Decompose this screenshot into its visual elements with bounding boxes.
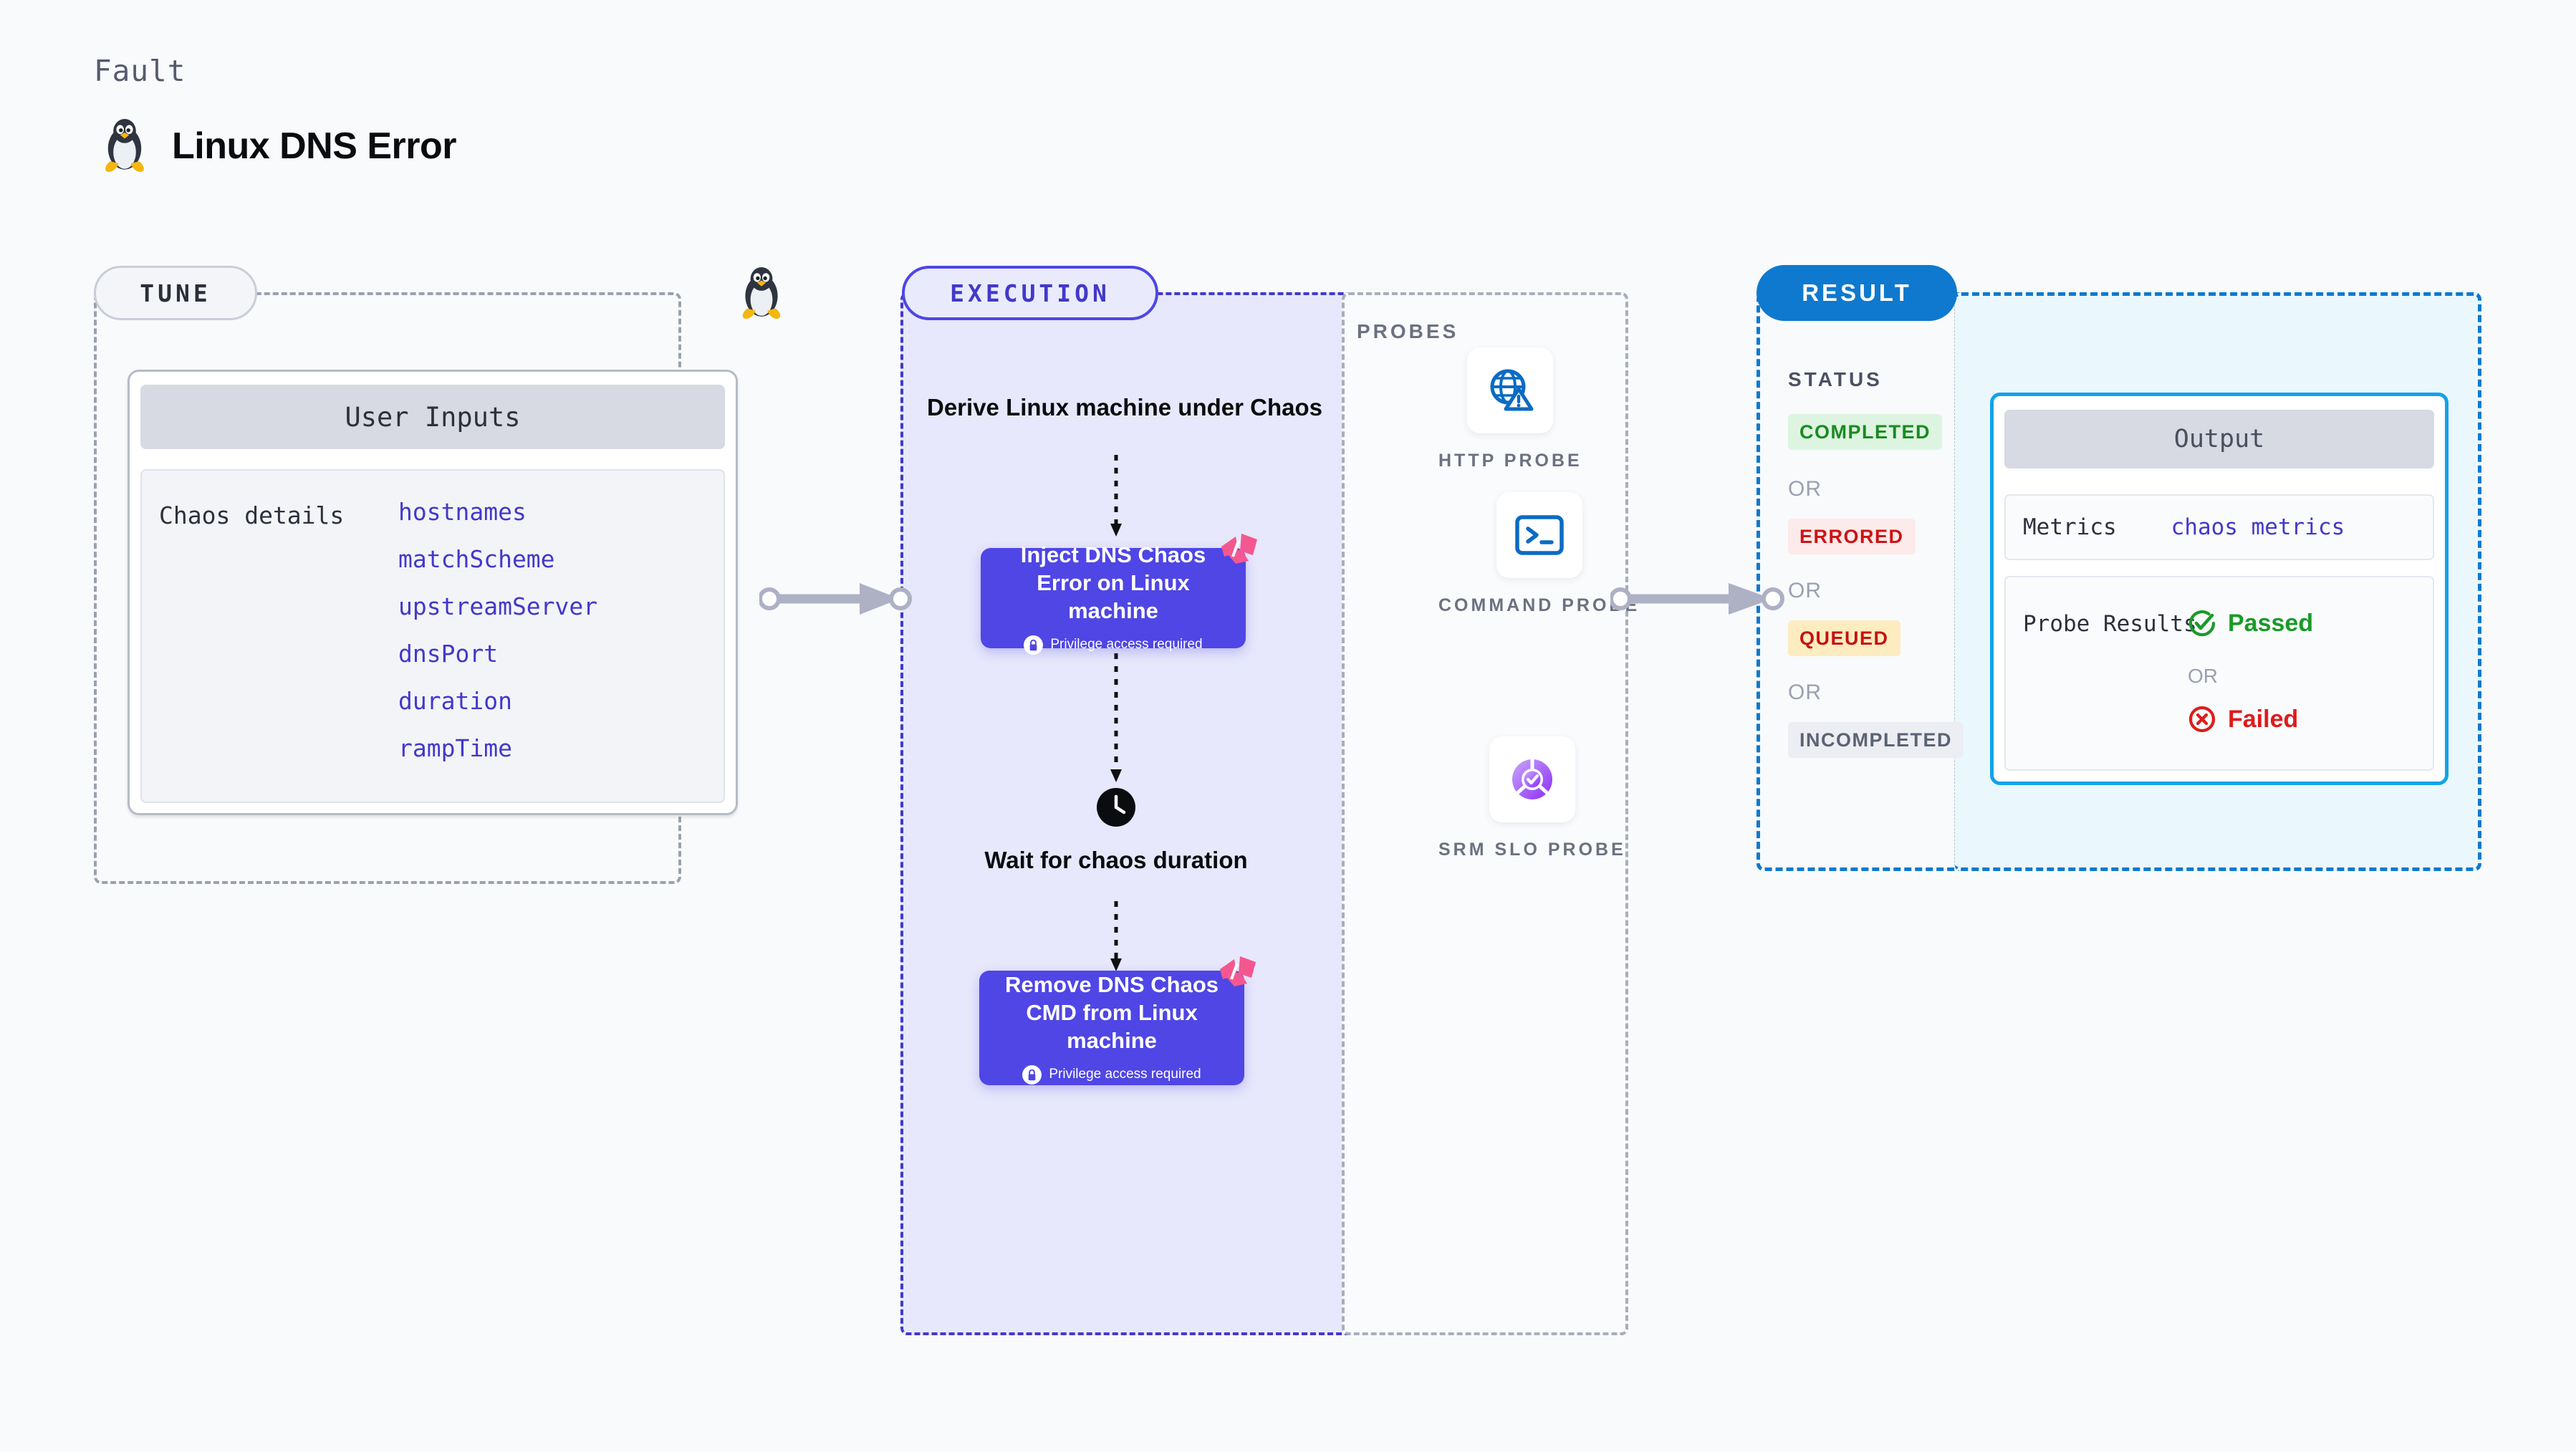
x-circle-icon — [2188, 706, 2216, 733]
probe-srm-slo[interactable]: SRM SLO PROBE — [1438, 736, 1626, 862]
list-item[interactable]: matchScheme — [398, 545, 555, 573]
status-or-label: OR — [1788, 681, 1822, 704]
list-item[interactable]: duration — [398, 687, 512, 715]
check-circle-icon — [2188, 610, 2216, 637]
probe-result-passed: Passed — [2188, 609, 2313, 638]
list-item[interactable]: hostnames — [398, 498, 527, 526]
list-item[interactable]: upstreamServer — [398, 592, 598, 620]
status-or-label: OR — [1788, 579, 1822, 602]
harness-logo-icon — [1221, 534, 1257, 564]
execution-section-pill[interactable]: EXECUTION — [902, 266, 1158, 320]
node-title: Remove DNS Chaos CMD from Linux machine — [1004, 972, 1219, 1053]
privilege-note-text: Privilege access required — [1049, 1067, 1201, 1082]
harness-logo-icon — [1220, 956, 1256, 986]
probe-tile — [1489, 736, 1575, 822]
result-section-pill[interactable]: RESULT — [1756, 265, 1957, 321]
probe-label: SRM SLO PROBE — [1438, 840, 1626, 860]
derive-machine-label: Derive Linux machine under Chaos — [927, 394, 1322, 420]
status-badge-completed: COMPLETED — [1788, 414, 1943, 450]
probe-results-row: Probe Results Passed OR Failed — [2004, 576, 2434, 771]
metrics-row: Metrics chaos metrics — [2004, 494, 2434, 560]
probe-result-failed: Failed — [2188, 705, 2298, 734]
remove-dns-chaos-node[interactable]: Remove DNS Chaos CMD from Linux machine … — [979, 956, 1256, 1085]
tune-section-pill[interactable]: TUNE — [94, 266, 257, 320]
privilege-note: Privilege access required — [1022, 1064, 1201, 1085]
probe-result-failed-label: Failed — [2228, 705, 2299, 733]
metrics-key: Metrics — [2023, 514, 2117, 540]
status-or-label: OR — [1788, 477, 1822, 501]
probe-label: HTTP PROBE — [1438, 451, 1582, 471]
connector-execution-to-result — [1610, 583, 1784, 615]
list-item[interactable]: dnsPort — [398, 640, 499, 668]
probe-tile — [1467, 347, 1554, 433]
probes-panel — [1342, 292, 1628, 1335]
flow-arrow-down-icon — [1110, 901, 1122, 971]
probe-command[interactable]: COMMAND PROBE — [1438, 492, 1640, 618]
chaos-details-label: Chaos details — [159, 501, 345, 529]
tux-penguin-icon — [105, 119, 144, 172]
probe-tile — [1496, 492, 1582, 578]
flow-arrow-down-icon — [1110, 455, 1122, 537]
probe-http[interactable]: HTTP PROBE — [1438, 347, 1582, 473]
probe-result-or-label: OR — [2188, 665, 2218, 687]
lock-icon — [1024, 635, 1044, 655]
fault-eyebrow-label: Fault — [94, 54, 186, 88]
chaos-parameter-list: hostnames matchScheme upstreamServer dns… — [398, 489, 597, 772]
terminal-icon — [1514, 515, 1564, 555]
page-title-row: Linux DNS Error — [100, 118, 457, 174]
inject-dns-chaos-node[interactable]: Inject DNS Chaos Error on Linux machine … — [981, 534, 1257, 655]
list-item[interactable]: rampTime — [398, 734, 512, 762]
probe-result-passed-label: Passed — [2228, 609, 2314, 637]
lock-icon — [1022, 1064, 1042, 1085]
status-badge-errored: ERRORED — [1788, 519, 1916, 554]
user-inputs-header: User Inputs — [140, 385, 725, 449]
globe-warning-icon — [1490, 369, 1534, 411]
probe-results-key: Probe Results — [2023, 610, 2197, 638]
probe-results-key-text: Probe Results — [2023, 611, 2197, 637]
probes-section-label: PROBES — [1357, 320, 1459, 342]
wait-duration-label: Wait for chaos duration — [984, 847, 1248, 873]
page-title: Linux DNS Error — [172, 125, 457, 167]
metrics-value[interactable]: chaos metrics — [2171, 514, 2345, 540]
clock-icon — [1097, 788, 1135, 827]
chaos-details-box — [140, 469, 725, 803]
privilege-note-text: Privilege access required — [1050, 637, 1203, 653]
tux-penguin-icon — [742, 267, 781, 319]
connector-tune-to-execution — [759, 583, 912, 615]
node-title: Inject DNS Chaos Error on Linux machine — [1020, 542, 1206, 623]
slo-donut-check-icon — [1512, 759, 1552, 799]
probe-label: COMMAND PROBE — [1438, 595, 1640, 615]
status-section-label: STATUS — [1788, 368, 1883, 390]
output-card-header: Output — [2004, 410, 2434, 468]
privilege-note: Privilege access required — [1024, 635, 1203, 655]
status-badge-queued: QUEUED — [1788, 620, 1900, 656]
status-badge-incompleted: INCOMPLETED — [1788, 722, 1964, 758]
flow-arrow-down-icon — [1110, 653, 1122, 782]
